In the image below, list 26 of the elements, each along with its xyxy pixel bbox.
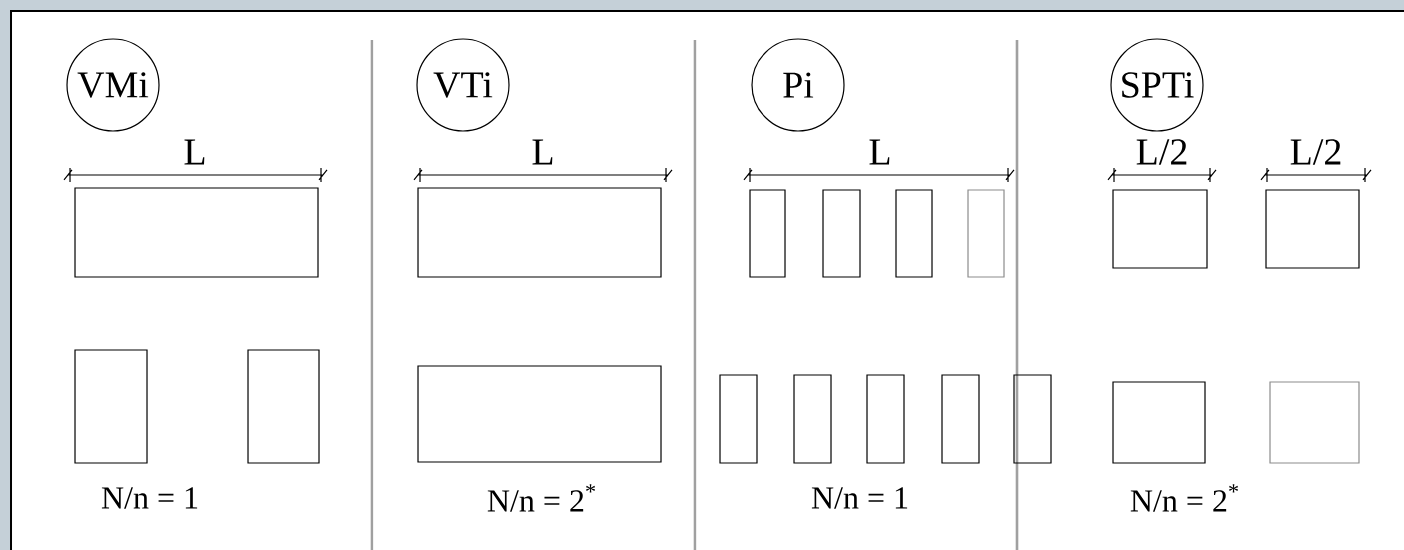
ratio-label: N/n = 2$^{*}$: [1130, 484, 1239, 512]
rectangle-shape: [417, 187, 662, 278]
rectangle-shape: [866, 374, 905, 464]
dimension-label: L/2: [1290, 139, 1341, 165]
rectangle-shape: [967, 189, 1005, 278]
rectangle-shape: [822, 189, 861, 278]
rectangle-shape: [793, 374, 832, 464]
rectangle-shape: [895, 189, 933, 278]
rectangle-shape: [74, 187, 319, 278]
rectangle-shape: [1269, 381, 1360, 464]
rectangle-shape: [941, 374, 980, 464]
dimension-label: L: [532, 139, 553, 165]
rectangle-shape: [1112, 381, 1206, 464]
dimension-label: L/2: [1136, 139, 1187, 165]
rectangle-shape: [247, 349, 320, 464]
dimension-label: L: [869, 139, 890, 165]
rectangle-shape: [74, 349, 148, 464]
rectangle-shape: [1112, 189, 1208, 269]
rectangle-shape: [1265, 189, 1360, 269]
ratio-label: N/n = 1: [811, 487, 908, 509]
rectangle-shape: [749, 189, 786, 278]
ratio-label: N/n = 1: [101, 487, 198, 509]
rectangle-shape: [719, 374, 758, 464]
rectangle-shape: [417, 365, 662, 463]
dimension-label: L: [184, 139, 205, 165]
rectangle-shape: [1013, 374, 1052, 464]
